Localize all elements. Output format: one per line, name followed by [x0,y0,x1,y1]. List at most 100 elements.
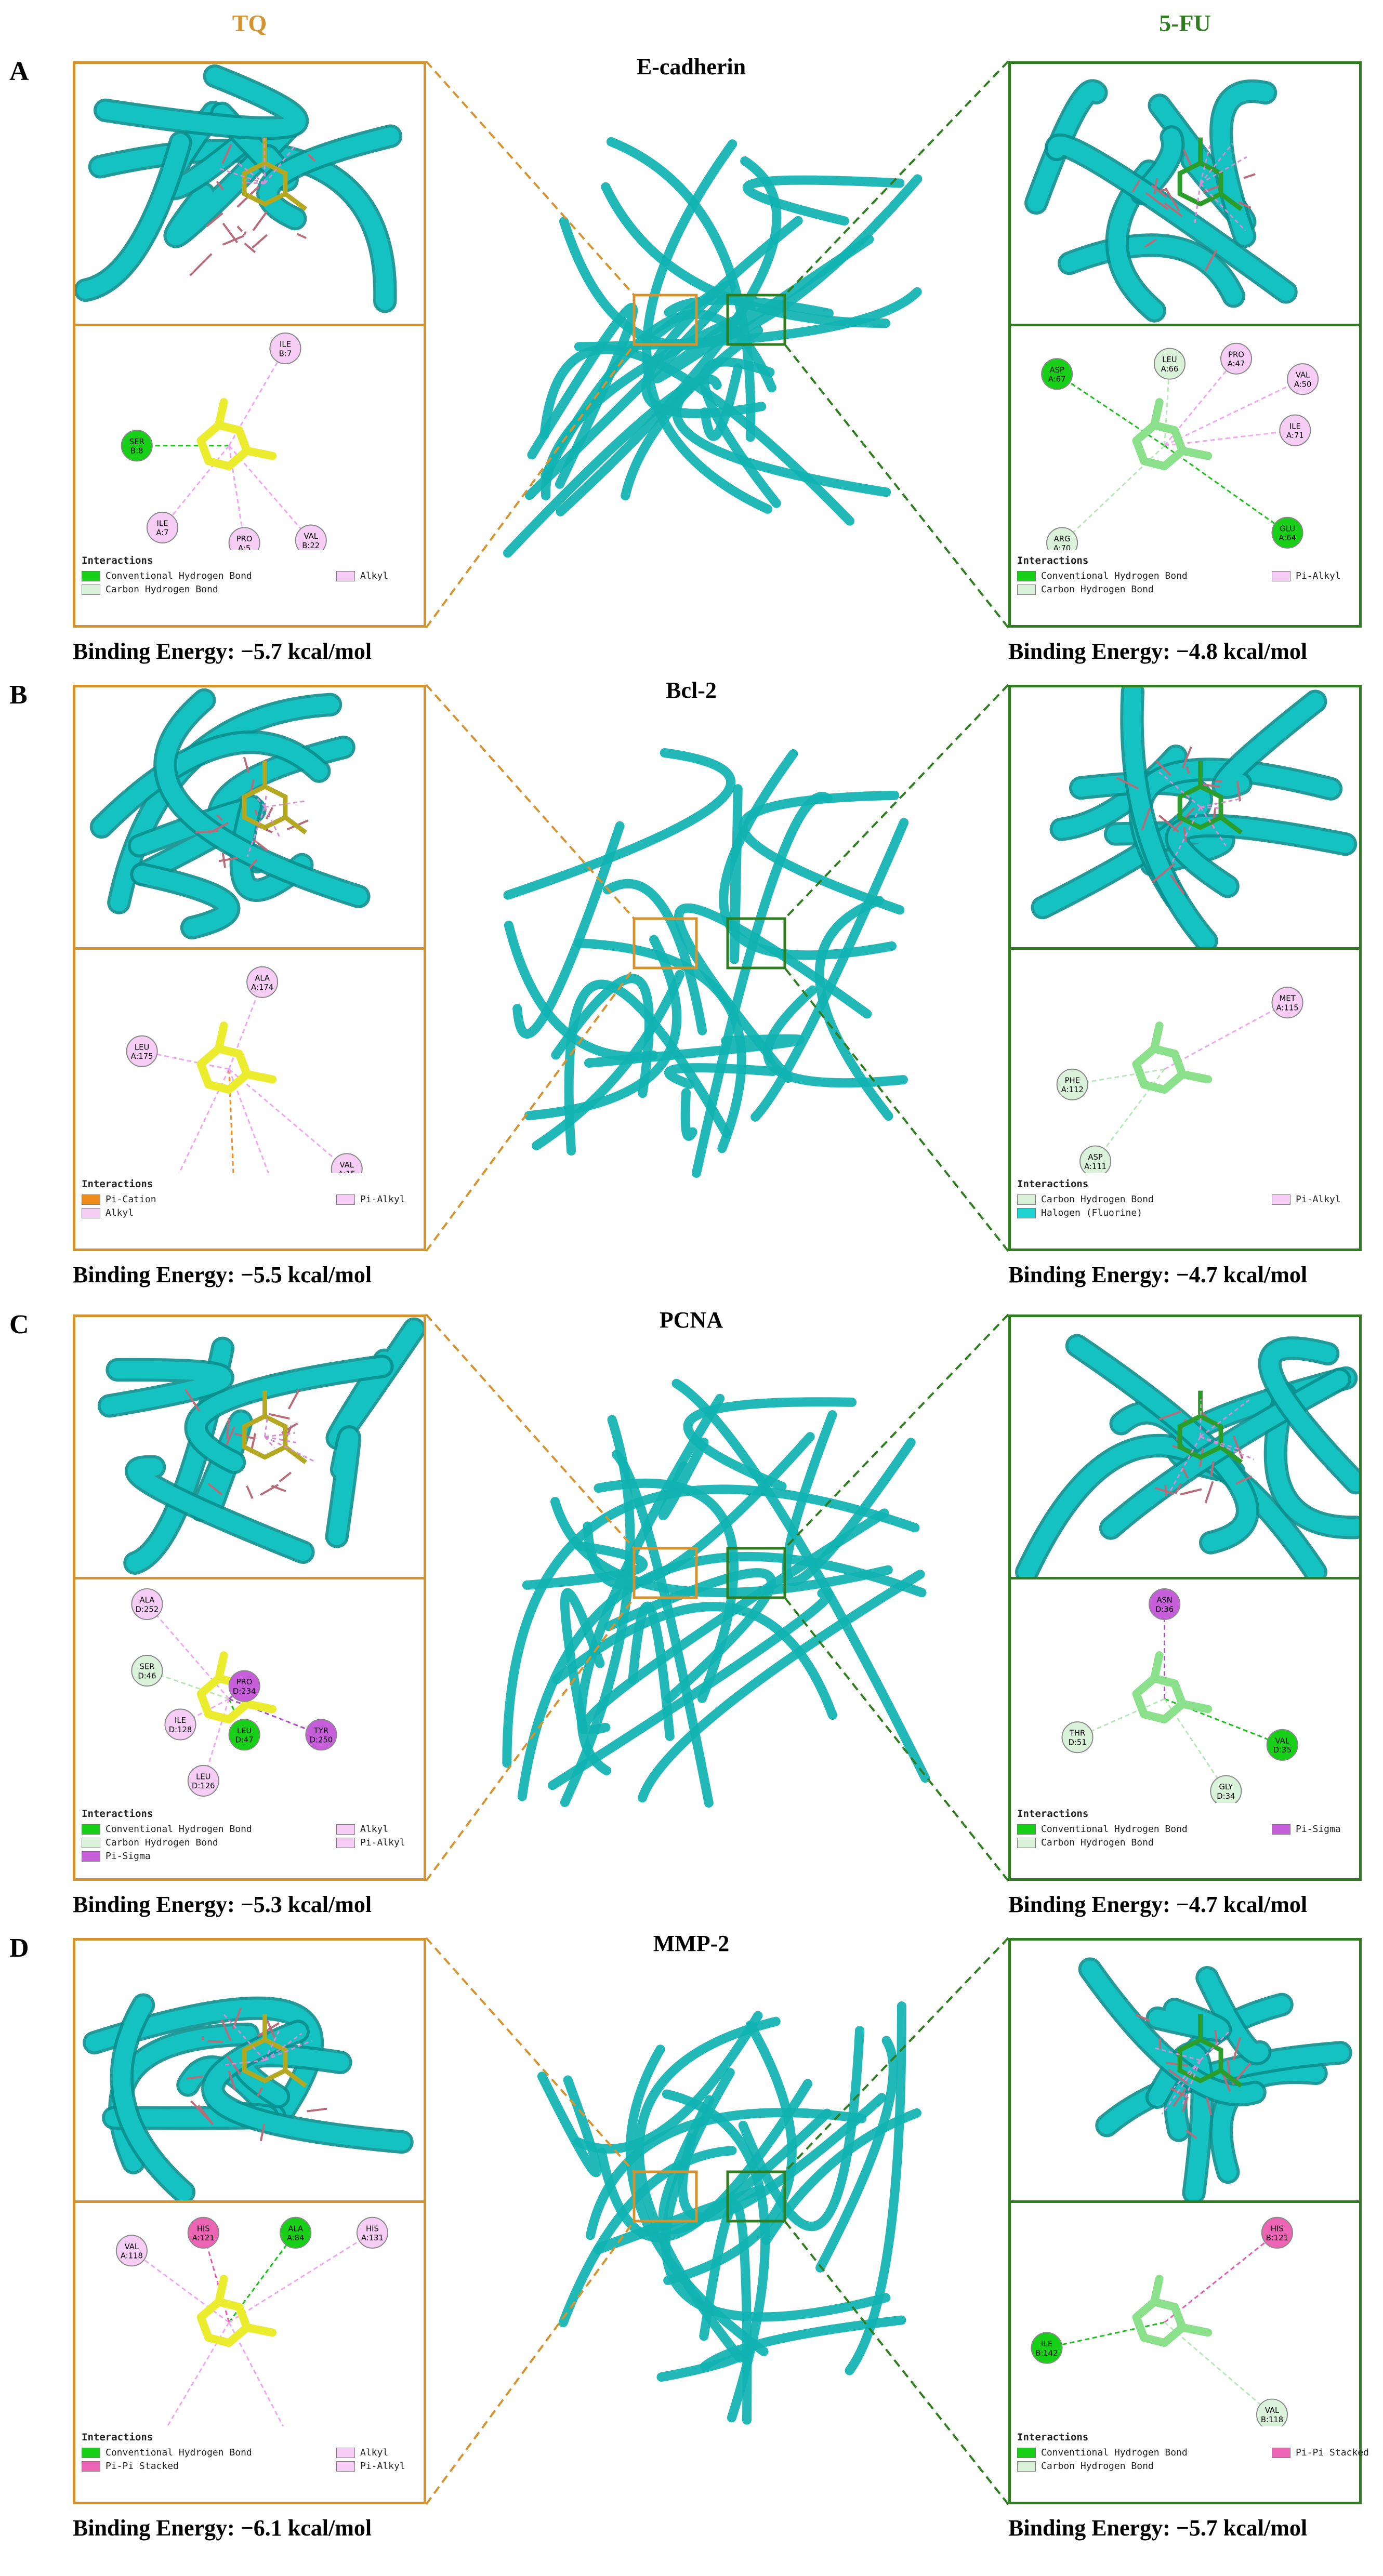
legend-swatch [1017,2461,1036,2472]
interaction-dash [1155,2047,1201,2061]
legend-swatch [82,2461,100,2472]
panel-letter: B [9,680,28,710]
legend-item: Carbon Hydrogen Bond [1017,584,1154,595]
residue-stick [221,144,232,164]
residue-stick [1135,2013,1150,2022]
interaction-dash [254,795,266,808]
protein-ribbon [671,377,891,497]
legend-item: Alkyl [82,1207,134,1218]
ligand-2d [1132,398,1213,471]
tq-docking-box: VALA:118HISA:121ALAA:84HISA:131TYRA:143L… [73,1938,426,2504]
ligand-2d [196,398,277,471]
residue-name: ARG [1054,535,1071,543]
legend-label: Carbon Hydrogen Bond [1041,584,1154,595]
protein-ribbon [661,2068,891,2322]
residue-stick [1169,874,1185,895]
residue-stick [1144,238,1157,248]
legend-item: Pi-Alkyl [1272,1194,1341,1205]
residue-name: VAL [1275,1737,1289,1746]
protein-ribbon [1149,2000,1229,2039]
interaction-dash [242,181,265,184]
residue-stick [1232,2037,1241,2061]
interaction-line [1164,429,1296,447]
residue-stick [186,2075,204,2080]
residue-id: A:5 [238,544,251,550]
residue-stick [1183,827,1187,842]
legend-item: Alkyl [336,2447,388,2458]
fu-binding-energy: Binding Energy: −4.7 kcal/mol [1008,1262,1308,1287]
legend-label: Pi-Alkyl [360,2461,405,2472]
residue-name: LEU [237,1727,252,1735]
interaction-dash [1169,1436,1201,1493]
residue-stick [1227,2059,1231,2076]
protein-overview [426,1937,1008,2505]
fu-binding-energy: Binding Energy: −4.7 kcal/mol [1008,1892,1308,1917]
interaction-dash [1200,1436,1254,1460]
residue-id: B:118 [1261,2415,1283,2424]
ligand-3d [242,2014,308,2088]
residue-id: A:64 [1279,534,1296,542]
residue-name: HIS [197,2224,210,2233]
legend-label: Halogen (Fluorine) [1041,1207,1143,1218]
residue-stick [1175,1483,1182,1494]
protein-ribbon [742,175,905,226]
residue-id: B:8 [130,447,143,456]
protein-ribbon [558,2146,737,2328]
legend-swatch [82,571,100,581]
residue-id: D:126 [192,1782,215,1790]
legend-swatch [1272,571,1290,581]
protein-name: E-cadherin [636,54,746,79]
residue-stick [1204,249,1218,272]
protein-ribbon [1261,1339,1359,1492]
tq-binding-energy: Binding Energy: −6.1 kcal/mol [73,2515,372,2541]
fu-site-box [726,294,786,346]
protein-name: MMP-2 [653,1931,730,1956]
residue-id: A:174 [251,983,273,992]
residue-stick [216,814,223,821]
legend-label: Alkyl [360,570,389,581]
interaction-dash [264,1436,317,1463]
interaction-line [146,1603,230,1699]
residue-stick [236,225,243,232]
protein-ribbon [1027,82,1105,212]
residue-id: A:175 [131,1052,153,1061]
interaction-dash [1200,143,1233,184]
legend-label: Pi-Alkyl [360,1837,405,1848]
ligand-2d [196,1651,277,1724]
interaction-line [131,2250,230,2323]
protein-ribbon [656,2344,755,2382]
protein-ribbon [77,134,189,299]
residue-stick [252,234,268,249]
protein-ribbon [328,1428,358,1545]
legend-title: Interactions [82,2432,153,2443]
legend-swatch [82,1838,100,1848]
tq-docking-box: ALAA:174LEUA:175TRPA:30ARGA:12VALA:15MET… [73,685,426,1251]
protein-ribbon [761,2108,921,2245]
interaction-line [228,2232,373,2323]
protein-ribbon [763,985,908,1088]
legend-label: Carbon Hydrogen Bond [1041,2461,1154,2472]
residue-stick [1154,1486,1175,1495]
residue-id: D:234 [233,1687,256,1696]
legend-item: Pi-Sigma [1272,1824,1341,1835]
residue-id: B:22 [302,541,320,550]
residue-name: GLY [1219,1783,1233,1791]
